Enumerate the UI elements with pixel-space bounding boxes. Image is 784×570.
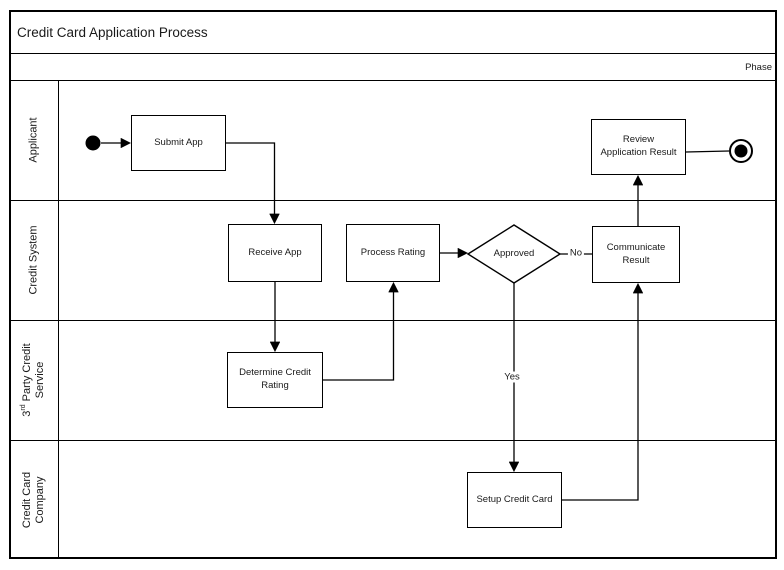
page-title: Credit Card Application Process	[9, 10, 777, 54]
gateway-approved-shape	[466, 224, 562, 284]
end-event-inner-dot	[734, 144, 748, 158]
phase-separator	[9, 80, 777, 81]
task-receive-app: Receive App	[228, 224, 322, 282]
flow-label-yes: Yes	[502, 371, 522, 383]
lane-divider-3	[9, 440, 777, 441]
phase-band: Phase	[9, 54, 777, 81]
lane-label-divider	[58, 81, 59, 559]
task-submit-app: Submit App	[131, 115, 226, 171]
lane-divider-1	[9, 200, 777, 201]
flow-label-no: No	[567, 247, 585, 259]
start-event-icon	[85, 135, 101, 151]
task-communicate-result: Communicate Result	[592, 226, 680, 283]
task-review-application-result: Review Application Result	[591, 119, 686, 175]
diagram-title: Credit Card Application Process	[17, 24, 208, 40]
flow-review-application-result-to-end	[685, 150, 730, 153]
phase-label: Phase	[745, 62, 772, 73]
gateway-approved-label: Approved	[493, 248, 535, 259]
task-process-rating: Process Rating	[346, 224, 440, 282]
flow-setup-credit-card-to-communicate-result	[562, 282, 644, 501]
end-event-icon	[729, 139, 753, 163]
task-determine-credit-rating: Determine Credit Rating	[227, 352, 323, 408]
flow-determine-credit-rating-to-process-rating	[323, 281, 399, 381]
diagram-border	[9, 10, 777, 559]
title-separator	[9, 53, 777, 54]
flow-submit-app-to-receive-app	[226, 142, 280, 225]
task-setup-credit-card: Setup Credit Card	[467, 472, 562, 528]
